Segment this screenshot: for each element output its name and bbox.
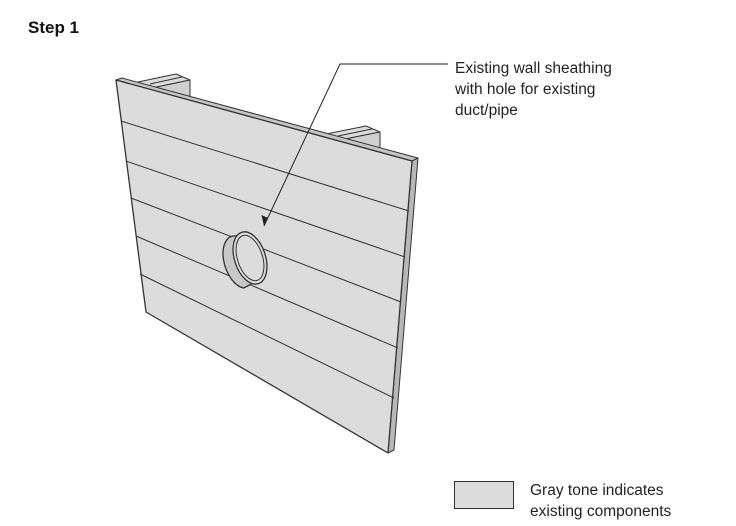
callout-line: with hole for existing (455, 81, 596, 98)
existing-duct-pipe (222, 231, 268, 289)
legend-line: existing components (530, 503, 672, 520)
legend-swatch (454, 481, 514, 509)
callout-label: Existing wall sheathing with hole for ex… (455, 58, 612, 121)
callout-line: duct/pipe (455, 102, 518, 119)
legend-line: Gray tone indicates (530, 482, 664, 499)
step-title: Step 1 (28, 18, 80, 37)
callout-line: Existing wall sheathing (455, 60, 612, 77)
callout-leader-arrow (261, 63, 448, 227)
legend-label: Gray tone indicates existing components (530, 480, 671, 522)
